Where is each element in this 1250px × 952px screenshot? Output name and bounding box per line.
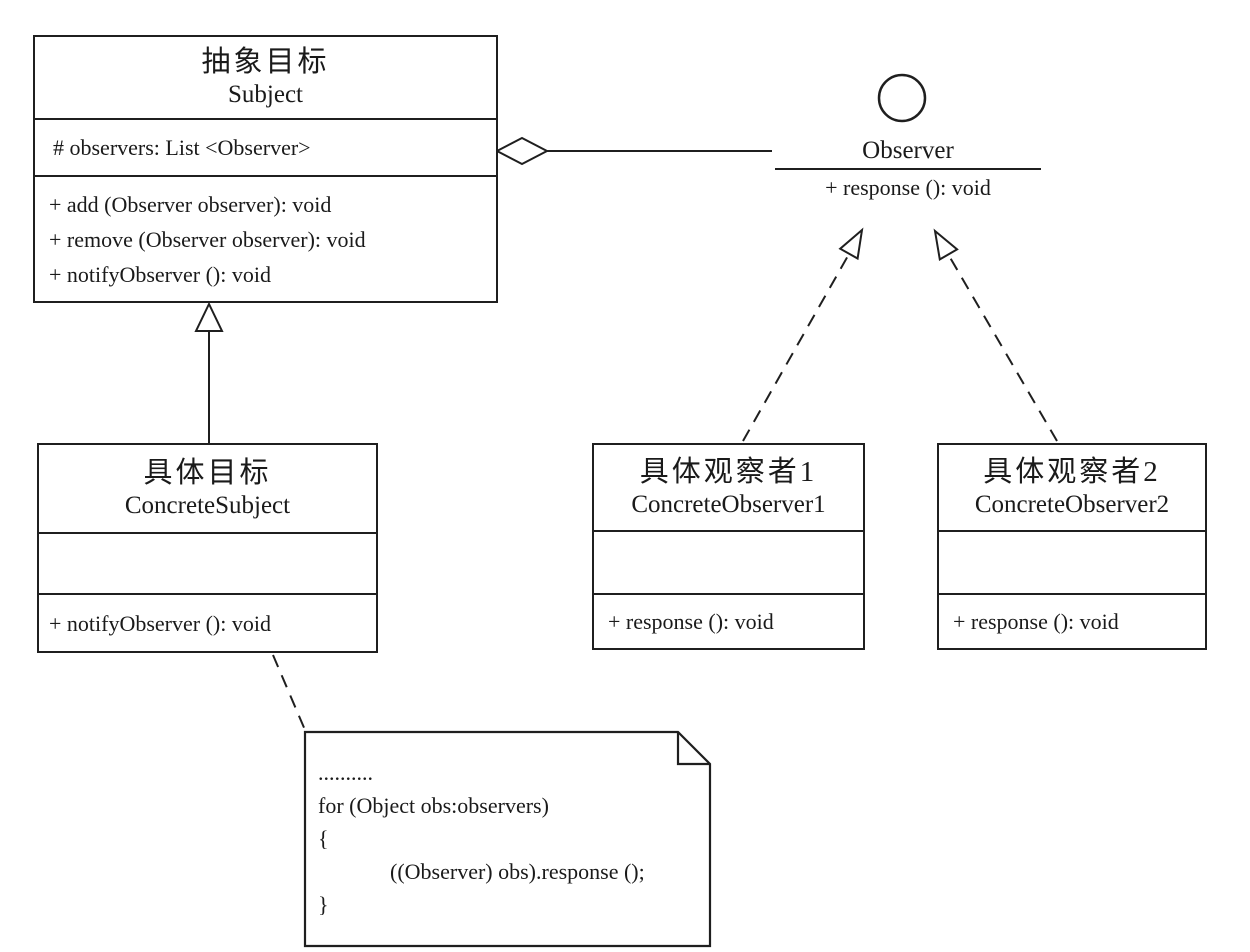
class-concrete-subject-attributes [39, 532, 376, 593]
class-concrete-observer-2-methods: + response (): void [939, 593, 1205, 648]
method: + response (): void [608, 609, 774, 634]
attribute: # observers: List <Observer> [53, 135, 311, 160]
class-concrete-observer-1-name-en: ConcreteObserver1 [631, 490, 826, 518]
generalization-arrow [194, 301, 224, 443]
interface-observer: Observer + response (): void [775, 137, 1041, 201]
aggregation-connector [494, 136, 772, 166]
class-concrete-observer-1-methods: + response (): void [594, 593, 863, 648]
code-note: .......... for (Object obs:observers) { … [318, 756, 698, 921]
class-concrete-observer-1: 具体观察者1 ConcreteObserver1 + response (): … [592, 443, 865, 650]
note-line: { [318, 826, 329, 851]
class-subject-name-en: Subject [228, 80, 303, 108]
method: + response (): void [953, 609, 1119, 634]
class-concrete-observer-2-name-cn: 具体观察者2 [983, 456, 1161, 489]
note-line: .......... [318, 760, 373, 785]
method: + notifyObserver (): void [49, 610, 271, 636]
interface-lollipop-icon [877, 73, 927, 123]
class-concrete-observer-1-name-cn: 具体观察者1 [639, 456, 818, 489]
class-concrete-subject-name-en: ConcreteSubject [124, 491, 291, 519]
note-shape [303, 730, 712, 948]
class-concrete-observer-2-title: 具体观察者2 ConcreteObserver2 [939, 445, 1205, 530]
hollow-triangle-icon [838, 227, 864, 261]
realization-arrow-2 [933, 228, 1058, 442]
hollow-diamond-icon [494, 136, 550, 166]
class-concrete-observer-2: 具体观察者2 ConcreteObserver2 + response (): … [937, 443, 1207, 650]
hollow-triangle-icon [194, 301, 224, 332]
class-subject-attributes: # observers: List <Observer> [35, 118, 496, 175]
class-concrete-subject: 具体目标 ConcreteSubject + notifyObserver ()… [37, 443, 378, 653]
class-concrete-subject-methods: + notifyObserver (): void [39, 593, 376, 651]
class-subject-title: 抽象目标 Subject [35, 37, 496, 118]
note-line: } [318, 892, 329, 917]
class-concrete-subject-name-cn: 具体目标 [143, 457, 272, 490]
hollow-triangle-icon [933, 228, 959, 261]
folded-corner-icon [676, 732, 710, 766]
class-concrete-subject-title: 具体目标 ConcreteSubject [39, 445, 376, 532]
interface-observer-name: Observer [775, 137, 1041, 170]
method: + notifyObserver (): void [49, 261, 271, 287]
class-concrete-observer-2-attributes [939, 530, 1205, 593]
note-line: ((Observer) obs).response (); [390, 859, 645, 884]
class-subject-name-cn: 抽象目标 [201, 46, 330, 79]
method: + add (Observer observer): void [49, 191, 332, 217]
class-concrete-observer-2-name-en: ConcreteObserver2 [974, 490, 1170, 518]
note-anchor-line [272, 654, 306, 731]
class-subject-methods: + add (Observer observer): void + remove… [35, 175, 496, 301]
class-concrete-observer-1-attributes [594, 530, 863, 593]
class-concrete-observer-1-title: 具体观察者1 ConcreteObserver1 [594, 445, 863, 530]
class-subject: 抽象目标 Subject # observers: List <Observer… [33, 35, 498, 303]
method: + remove (Observer observer): void [49, 226, 366, 252]
note-line: for (Object obs:observers) [318, 793, 549, 818]
interface-observer-operation: + response (): void [825, 175, 991, 200]
realization-arrow-1 [742, 227, 864, 442]
